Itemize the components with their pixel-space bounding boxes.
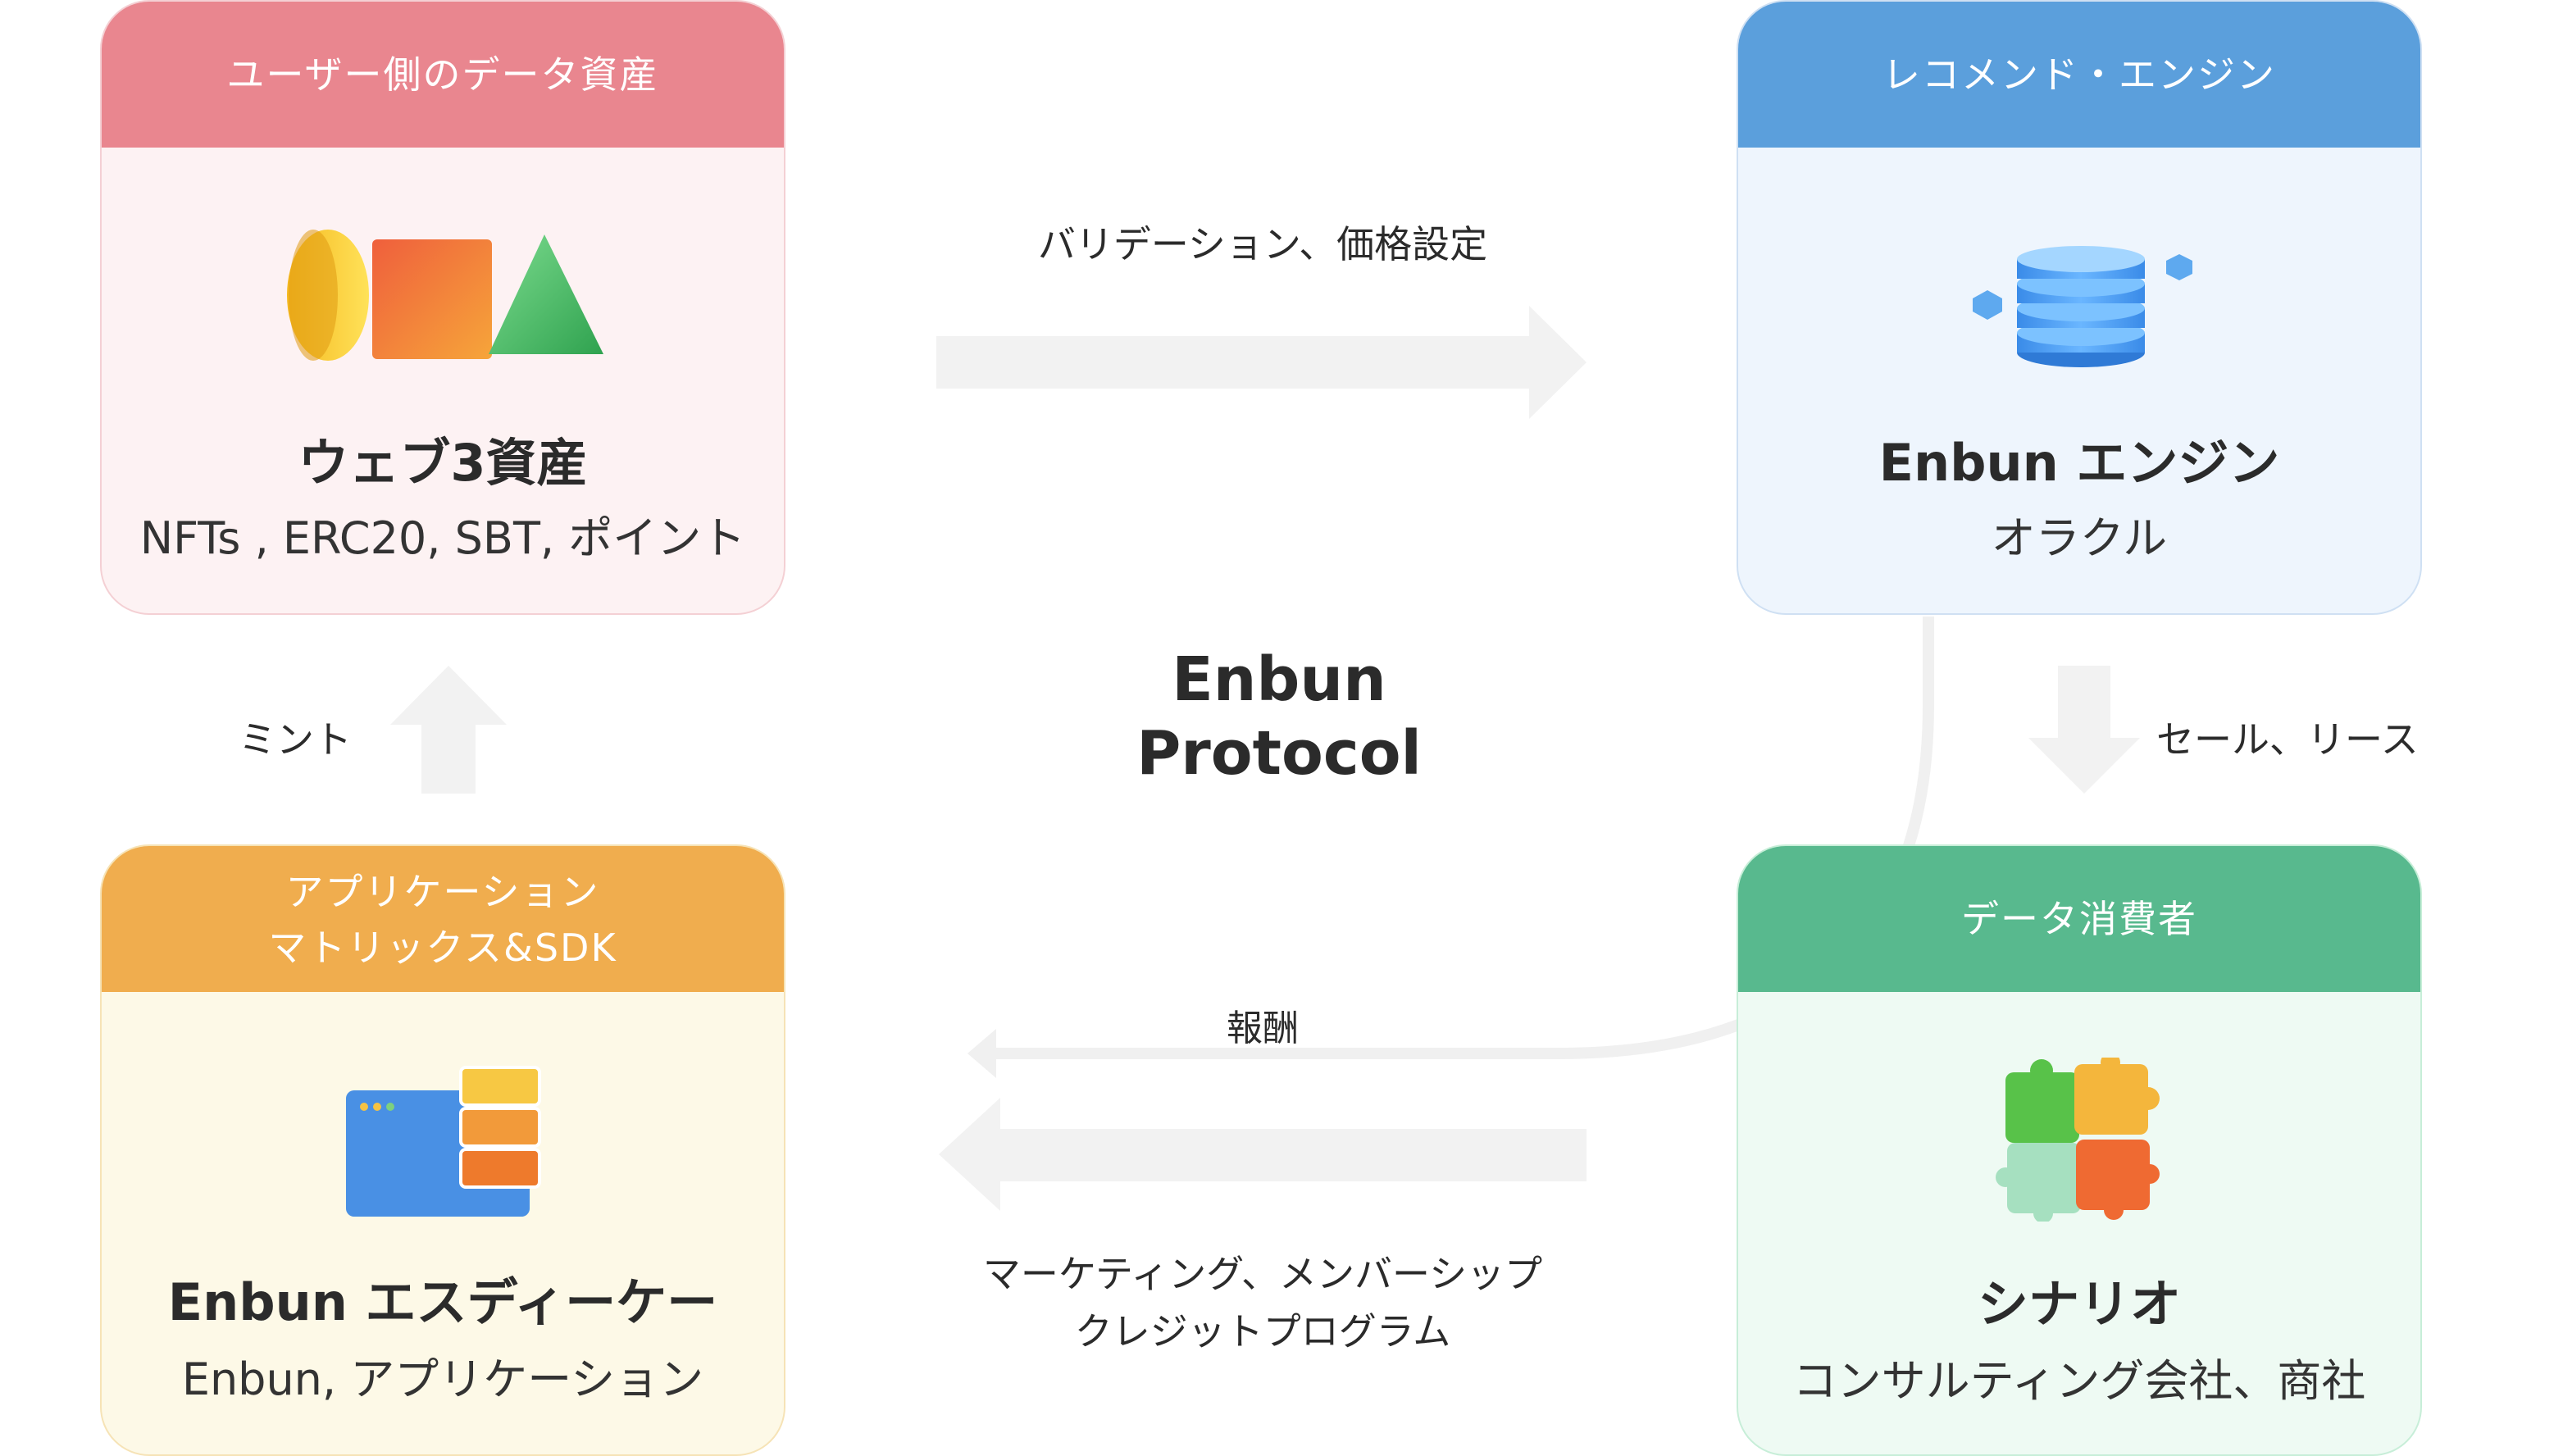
card-header-label-line2: マトリックス&SDK xyxy=(268,926,617,970)
arrow-label-sale-lease: セール、リース xyxy=(2156,717,2419,762)
card-header: レコメンド・エンジン xyxy=(1738,2,2420,148)
card-title: Enbun エンジン xyxy=(1878,433,2280,493)
card-header-label: ユーザー側のデータ資産 xyxy=(226,52,659,97)
card-header: データ消費者 xyxy=(1738,846,2420,992)
card-header: ユーザー側のデータ資産 xyxy=(102,2,784,148)
card-subtitle: オラクル xyxy=(1991,512,2168,564)
shapes-icon xyxy=(287,230,603,361)
card-header-label: レコメンド・エンジン xyxy=(1882,52,2276,97)
card-body: ウェブ3資産 NFTs , ERC20, SBT, ポイント xyxy=(102,148,784,613)
arrow-label-validation: バリデーション、価格設定 xyxy=(1037,222,1488,266)
arrow-up-left xyxy=(390,666,507,794)
card-web3-assets: ユーザー側のデータ資産 ウェブ3資産 NFTs , ERC20, SBT, ポイ… xyxy=(100,0,785,615)
arrow-left-bottom xyxy=(939,1098,1587,1211)
puzzle-icon xyxy=(1996,1058,2160,1222)
card-title: Enbun エスディーケー xyxy=(167,1272,718,1332)
card-body: シナリオ コンサルティング会社、商社 xyxy=(1738,992,2420,1454)
card-recommend-engine: レコメンド・エンジン Enbun エンジン オラクル xyxy=(1737,0,2422,615)
app-window-icon xyxy=(346,1066,541,1217)
card-title: シナリオ xyxy=(1977,1274,2181,1334)
card-body: Enbun エンジン オラクル xyxy=(1738,148,2420,613)
card-subtitle: コンサルティング会社、商社 xyxy=(1792,1355,2366,1407)
arrow-label-marketing-line2: クレジットプログラム xyxy=(1074,1309,1451,1354)
arrow-label-marketing-line1: マーケティング、メンバーシップ xyxy=(982,1252,1543,1296)
card-subtitle: Enbun, アプリケーション xyxy=(181,1354,704,1405)
card-subtitle: NFTs , ERC20, SBT, ポイント xyxy=(139,512,746,564)
reward-arrowhead xyxy=(967,1029,996,1078)
arrow-down-right xyxy=(2028,666,2140,794)
card-header-label: データ消費者 xyxy=(1961,897,2197,941)
card-header: アプリケーション マトリックス&SDK xyxy=(102,846,784,992)
arrow-label-reward: 報酬 xyxy=(1227,1008,1299,1049)
card-data-consumer: データ消費者 シナリオ コンサルティング会社、商社 xyxy=(1737,844,2422,1456)
protocol-title-line1: Enbun xyxy=(1172,644,1386,715)
arrow-label-mint: ミント xyxy=(239,717,352,762)
card-title: ウェブ3資産 xyxy=(298,433,588,493)
card-body: Enbun エスディーケー Enbun, アプリケーション xyxy=(102,992,784,1454)
protocol-title-line2: Protocol xyxy=(1136,718,1422,789)
protocol-title: Enbun Protocol xyxy=(1131,643,1427,790)
database-icon xyxy=(1973,246,2192,367)
arrow-right-top xyxy=(936,306,1587,419)
card-application-sdk: アプリケーション マトリックス&SDK Enbun エスディーケー Enbun,… xyxy=(100,844,785,1456)
card-header-label-line1: アプリケーション xyxy=(285,870,600,914)
